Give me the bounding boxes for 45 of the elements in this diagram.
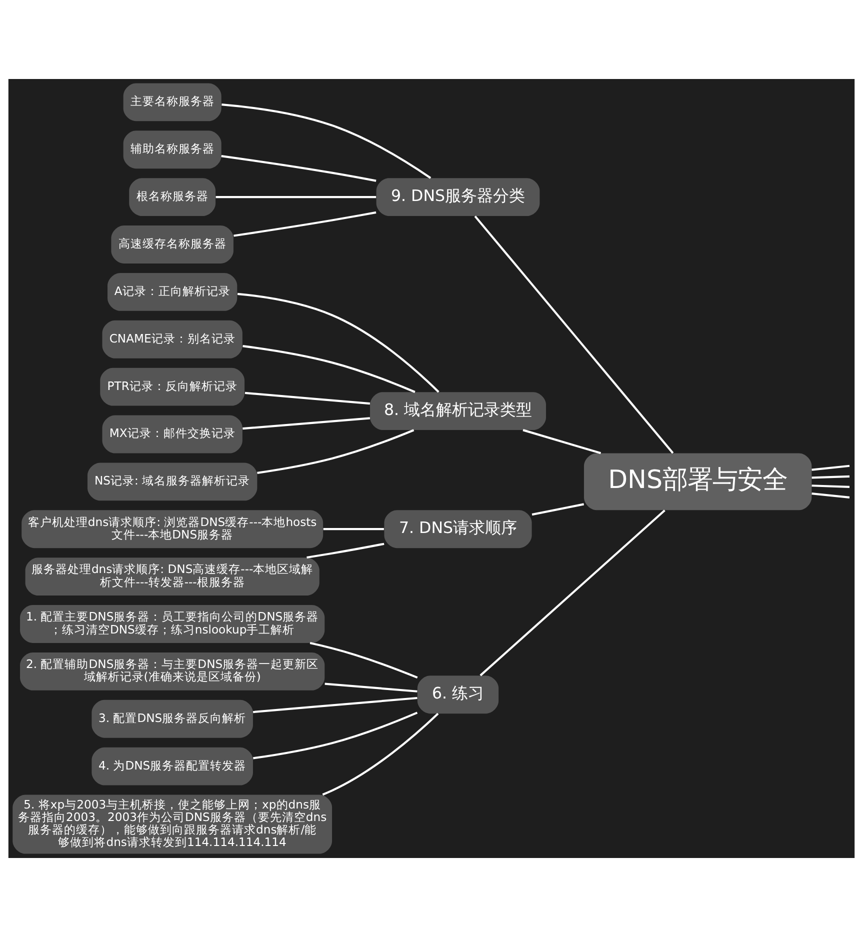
node-box: 辅助名称服务器 bbox=[123, 130, 222, 169]
node-box: 高速缓存名称服务器 bbox=[111, 226, 234, 264]
connector bbox=[812, 464, 850, 471]
node-box: PTR记录：反向解析记录 bbox=[100, 368, 245, 406]
node-box: 8. 域名解析记录类型 bbox=[370, 392, 546, 430]
node-box: DNS部署与安全 bbox=[584, 453, 812, 510]
node-box: 根名称服务器 bbox=[129, 178, 216, 216]
node-box: 客户机处理dns请求顺序: 浏览器DNS缓存---本地hosts文件---本地DNS服务器 bbox=[22, 510, 324, 548]
node-box: A记录：正向解析记录 bbox=[108, 272, 238, 311]
connector bbox=[242, 417, 370, 430]
connector bbox=[474, 216, 674, 454]
connector bbox=[222, 103, 432, 179]
connector bbox=[216, 196, 376, 198]
node-box: 5. 将xp与2003与主机桥接，使之能够上网；xp的dns服务器指向2003。2003作为公司DNS服务器（要先清空dns服务器的缓存），能够做到向跟服务器请求dns解析/能够做到将dns请求转发到114.114.114.114 bbox=[12, 794, 332, 854]
connector bbox=[322, 712, 439, 796]
connector bbox=[812, 484, 850, 488]
connector bbox=[480, 510, 666, 676]
connector bbox=[306, 542, 384, 559]
connector bbox=[324, 682, 418, 692]
node-box: CNAME记录：别名记录 bbox=[102, 320, 242, 358]
node-box: 2. 配置辅助DNS服务器：与主要DNS服务器一起更新区域解析记录(准确来说是区域备份) bbox=[20, 652, 325, 690]
connector bbox=[812, 492, 850, 499]
node-box: 7. DNS请求顺序 bbox=[384, 510, 532, 548]
node-box: MX记录：邮件交换记录 bbox=[102, 415, 242, 454]
connector bbox=[532, 503, 584, 516]
node-box: 3. 配置DNS服务器反向解析 bbox=[92, 700, 253, 738]
connector bbox=[812, 475, 850, 479]
connector bbox=[237, 292, 440, 393]
connector bbox=[253, 712, 418, 760]
connector bbox=[242, 345, 416, 393]
connector bbox=[310, 642, 418, 679]
node-box: NS记录: 域名服务器解析记录 bbox=[87, 462, 258, 501]
node-box: 1. 配置主要DNS服务器：员工要指向公司的DNS服务器；练习清空DNS缓存；练习nslookup手工解析 bbox=[20, 605, 325, 643]
node-box: 4. 为DNS服务器配置转发器 bbox=[92, 747, 253, 786]
node-box: 主要名称服务器 bbox=[123, 83, 222, 122]
connector bbox=[522, 429, 602, 454]
node-box: 6. 练习 bbox=[417, 676, 499, 714]
node-box: 9. DNS服务器分类 bbox=[376, 178, 540, 216]
connector bbox=[221, 155, 376, 182]
connector bbox=[234, 211, 376, 237]
connector bbox=[257, 429, 414, 474]
connector bbox=[253, 696, 418, 714]
connector bbox=[323, 528, 384, 530]
node-box: 服务器处理dns请求顺序: DNS高速缓存---本地区域解析文件---转发器---根服务器 bbox=[25, 558, 320, 596]
connector bbox=[244, 392, 370, 405]
